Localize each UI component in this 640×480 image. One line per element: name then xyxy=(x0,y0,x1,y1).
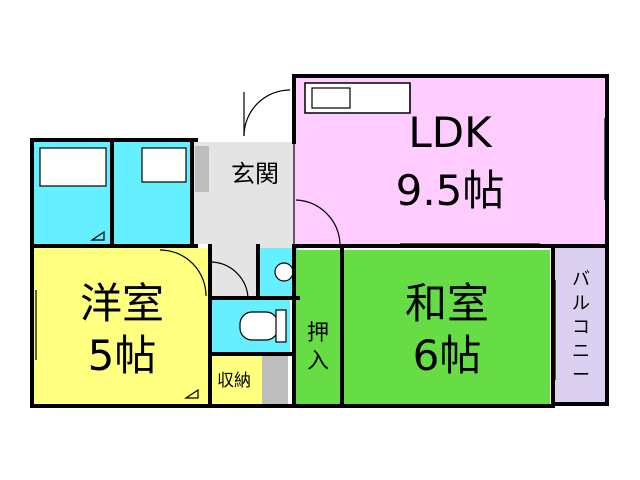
western-room-label: 洋室 xyxy=(80,279,164,328)
thin-lines xyxy=(35,83,606,380)
japanese-room-floor xyxy=(344,250,550,404)
balcony-label-4: ニ xyxy=(572,341,590,362)
entrance-pillar xyxy=(195,146,209,192)
japanese-room-label: 和室 xyxy=(405,279,489,328)
storage-floor xyxy=(210,356,262,404)
toilet-tank xyxy=(275,309,287,343)
western-room-floor xyxy=(34,248,210,404)
ldk-label: LDK xyxy=(408,108,493,157)
door-swings xyxy=(90,89,341,399)
bathtub xyxy=(39,147,107,187)
utility-drain xyxy=(274,262,294,282)
closet-label-1: 押 xyxy=(307,321,329,346)
closet-label-2: 入 xyxy=(307,349,329,374)
balcony-floor xyxy=(555,248,607,404)
japanese-room-size: 6帖 xyxy=(413,331,482,380)
balcony-label-1: バ xyxy=(572,269,590,290)
sink xyxy=(311,87,351,109)
toilet-bowl xyxy=(239,311,279,341)
walls xyxy=(30,74,609,408)
closet-floor xyxy=(296,250,340,404)
entrance-label: 玄関 xyxy=(231,160,279,188)
balcony-label-3: コ xyxy=(572,317,590,338)
balcony-label-5: ー xyxy=(572,365,590,386)
storage-label: 収納 xyxy=(217,371,251,391)
western-room-size: 5帖 xyxy=(88,331,157,380)
wash-basin xyxy=(141,147,187,183)
ldk-size: 9.5帖 xyxy=(396,166,505,215)
pillar xyxy=(262,356,288,404)
balcony-label-2: ル xyxy=(572,293,590,314)
